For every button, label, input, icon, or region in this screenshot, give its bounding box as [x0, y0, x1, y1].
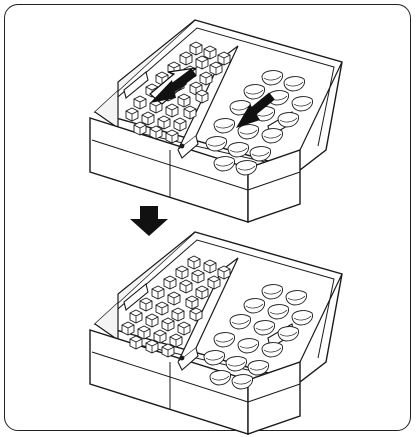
ice-bin-with-sorting-arrows-illustration — [90, 20, 342, 222]
ice-bin-sorted-illustration — [90, 232, 342, 434]
down-arrow-icon — [130, 206, 168, 236]
